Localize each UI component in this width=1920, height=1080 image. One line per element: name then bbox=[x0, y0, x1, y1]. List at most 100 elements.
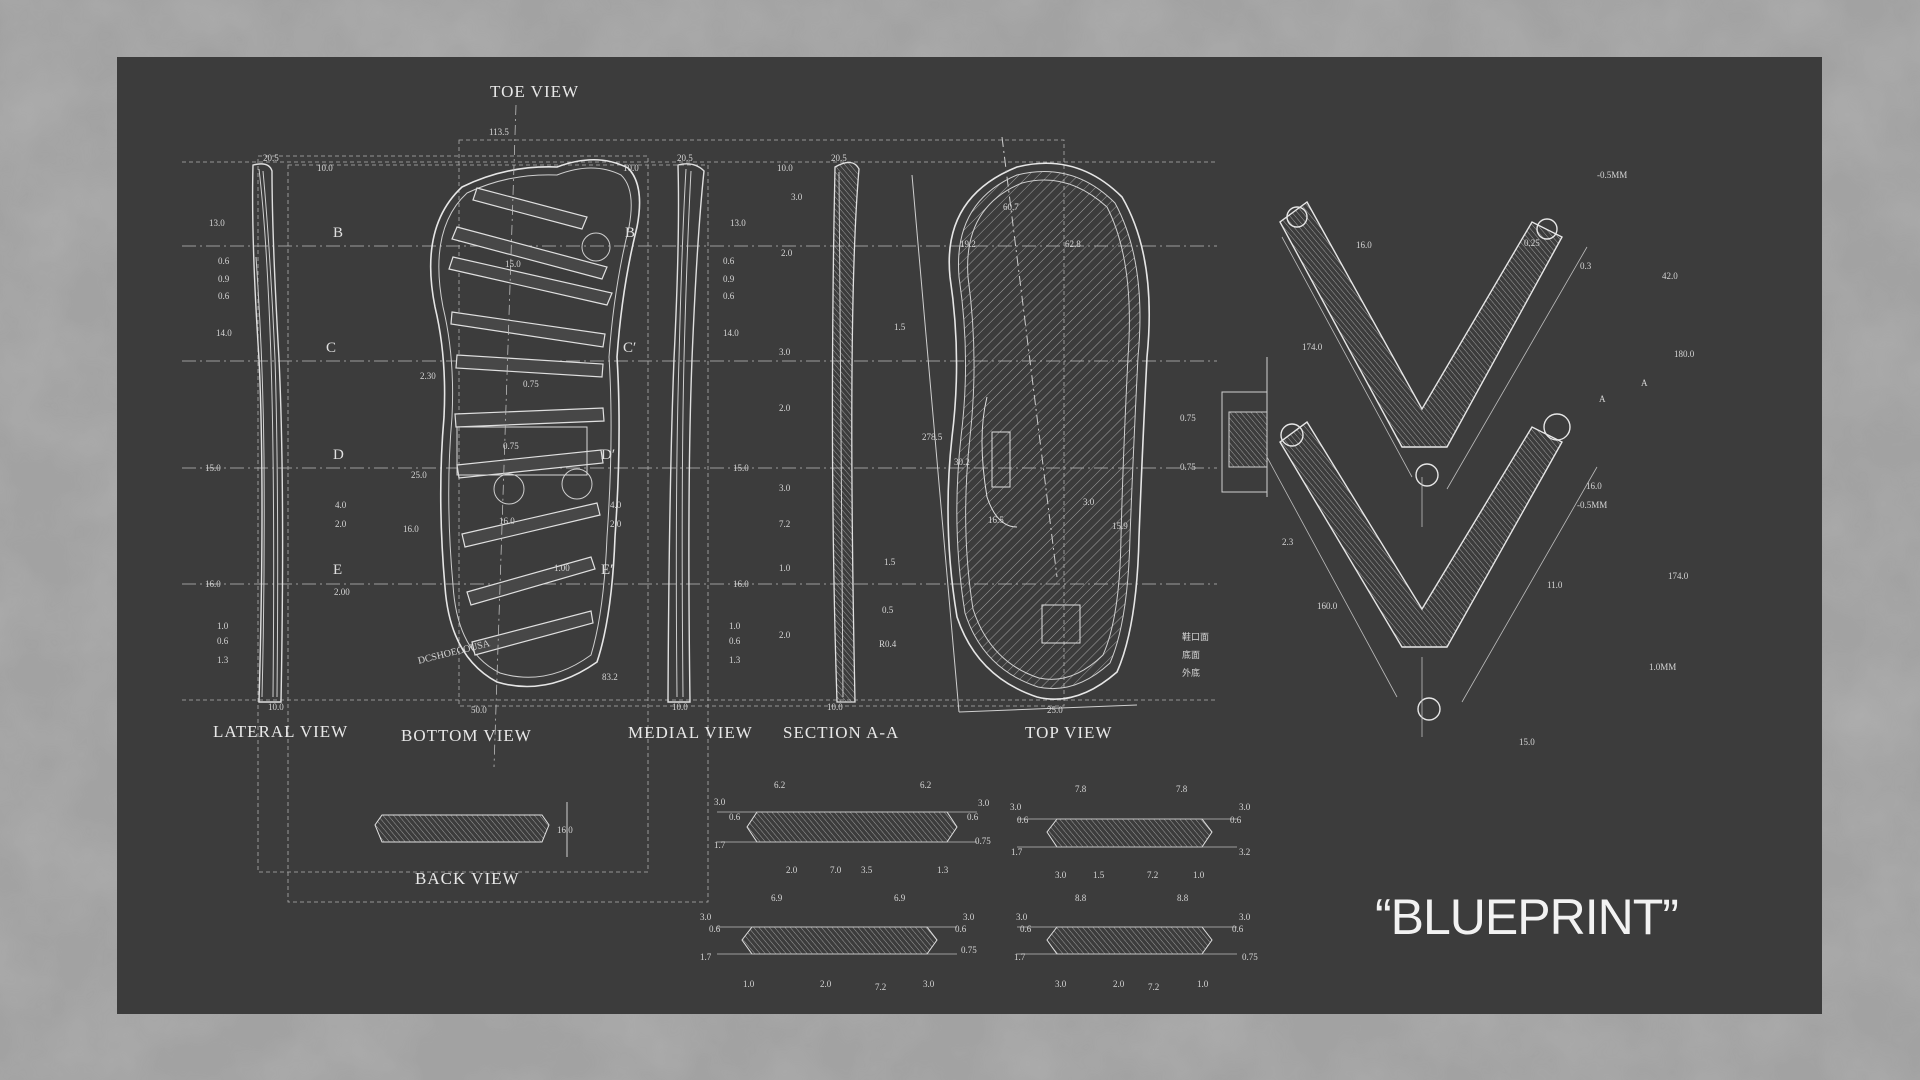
dim-label: 113.5 bbox=[489, 127, 509, 137]
dim-label: 2.0 bbox=[1113, 979, 1125, 989]
dim-label: 1.0 bbox=[217, 621, 229, 631]
dim-label: 0.6 bbox=[955, 924, 967, 934]
dim-label: 7.2 bbox=[875, 982, 887, 992]
dim-label: 0.6 bbox=[217, 636, 229, 646]
section-mark-d: D bbox=[333, 447, 344, 463]
dim-label: 3.0 bbox=[978, 798, 990, 808]
dim-label: 6.9 bbox=[894, 893, 906, 903]
dim-label: 3.0 bbox=[1016, 912, 1028, 922]
dim-label: 6.9 bbox=[771, 893, 783, 903]
dim-label: 3.0 bbox=[1010, 802, 1022, 812]
section-aa-label: SECTION A-A bbox=[783, 723, 900, 742]
dim-label: 14.0 bbox=[216, 328, 232, 338]
dim-label: 30.2 bbox=[954, 457, 970, 467]
toe-view-label: TOE VIEW bbox=[490, 82, 580, 101]
section-mark-d2: D′ bbox=[601, 447, 616, 463]
dim-label: 3.0 bbox=[1239, 802, 1251, 812]
dim-label: 10.0 bbox=[268, 702, 284, 712]
dim-label: 2.30 bbox=[420, 371, 436, 381]
dim-label: 2.0 bbox=[610, 519, 622, 529]
dim-label: 180.0 bbox=[1674, 349, 1695, 359]
dim-label: 20.5 bbox=[831, 153, 847, 163]
dim-label: 0.75 bbox=[961, 945, 977, 955]
dim-label: 19.2 bbox=[960, 239, 976, 249]
dim-label: 0.3 bbox=[1580, 261, 1592, 271]
dim-label: 16.0 bbox=[733, 579, 749, 589]
dim-label: 7.8 bbox=[1075, 784, 1087, 794]
cjk-label: 外底 bbox=[1182, 668, 1201, 678]
dim-label: 2.0 bbox=[335, 519, 347, 529]
dim-label: 3.0 bbox=[1055, 979, 1067, 989]
blueprint-title: “BLUEPRINT” bbox=[1375, 889, 1679, 945]
dim-label: A bbox=[1641, 378, 1648, 388]
dim-label: 0.6 bbox=[709, 924, 721, 934]
dim-label: 1.0MM bbox=[1649, 662, 1677, 672]
cjk-label: 鞋口面 bbox=[1182, 632, 1210, 642]
dim-label: 0.6 bbox=[1017, 815, 1029, 825]
section-mark-c2: C′ bbox=[623, 340, 637, 356]
dim-label: 7.2 bbox=[1148, 982, 1160, 992]
dim-label: 7.2 bbox=[1147, 870, 1159, 880]
dim-label: 3.0 bbox=[714, 797, 726, 807]
dim-label: 3.5 bbox=[861, 865, 873, 875]
dim-label: 16.5 bbox=[988, 515, 1004, 525]
dim-label: 7.2 bbox=[779, 519, 791, 529]
dim-label: 8.8 bbox=[1075, 893, 1087, 903]
dim-label: 10.0 bbox=[777, 163, 793, 173]
dim-label: 0.5 bbox=[882, 605, 894, 615]
dim-label: 1.7 bbox=[1011, 847, 1023, 857]
dim-label: 3.0 bbox=[1055, 870, 1067, 880]
dim-label: 15.0 bbox=[733, 463, 749, 473]
dim-label: 0.6 bbox=[218, 291, 230, 301]
dim-label: 1.0 bbox=[743, 979, 755, 989]
dim-label: 0.6 bbox=[729, 636, 741, 646]
dim-label: 0.9 bbox=[218, 274, 230, 284]
dim-label: 4.0 bbox=[610, 500, 622, 510]
dim-label: 13.0 bbox=[730, 218, 746, 228]
dim-label: 1.3 bbox=[217, 655, 229, 665]
dim-label: 0.6 bbox=[1020, 924, 1032, 934]
dim-label: 62.8 bbox=[1065, 239, 1081, 249]
dim-label: 0.6 bbox=[1230, 815, 1242, 825]
dim-label: 3.0 bbox=[1083, 497, 1095, 507]
dim-label: 1.5 bbox=[884, 557, 896, 567]
section-mark-b: B bbox=[333, 225, 344, 241]
dim-label: 3.0 bbox=[779, 483, 791, 493]
dim-label: 0.25 bbox=[1524, 238, 1540, 248]
dim-label: 0.6 bbox=[1232, 924, 1244, 934]
dim-label: 0.75 bbox=[503, 441, 519, 451]
dim-label: 3.0 bbox=[963, 912, 975, 922]
dim-label: 174.0 bbox=[1302, 342, 1323, 352]
bottom-view-label: BOTTOM VIEW bbox=[401, 726, 532, 745]
dim-label: 174.0 bbox=[1668, 571, 1689, 581]
dim-label: 15.9 bbox=[1112, 521, 1128, 531]
dim-label: -0.5MM bbox=[1597, 170, 1628, 180]
section-mark-b2: B′ bbox=[625, 225, 639, 241]
dim-label: 25.0 bbox=[1047, 705, 1063, 715]
dim-label: 11.0 bbox=[1547, 580, 1563, 590]
dim-label: 160.0 bbox=[1317, 601, 1338, 611]
dim-label: 2.3 bbox=[1282, 537, 1294, 547]
dim-label: 3.0 bbox=[791, 192, 803, 202]
dim-label: 10.0 bbox=[827, 702, 843, 712]
dim-label: 1.0 bbox=[1193, 870, 1205, 880]
dim-label: 3.0 bbox=[1239, 912, 1251, 922]
lateral-view-label: LATERAL VIEW bbox=[213, 722, 349, 741]
dim-label: 4.0 bbox=[335, 500, 347, 510]
section-mark-e: E bbox=[333, 562, 343, 578]
dim-label: 6.2 bbox=[774, 780, 786, 790]
dim-label: 2.0 bbox=[786, 865, 798, 875]
dim-label: A bbox=[1599, 394, 1606, 404]
dim-label: 3.0 bbox=[779, 347, 791, 357]
drawing-lines bbox=[182, 104, 1598, 955]
dim-label: 0.75 bbox=[1180, 462, 1196, 472]
dim-label: 2.0 bbox=[781, 248, 793, 258]
dim-label: 16.0 bbox=[557, 825, 573, 835]
dim-label: 16.0 bbox=[403, 524, 419, 534]
dim-label: 25.0 bbox=[411, 470, 427, 480]
dim-label: 20.5 bbox=[677, 153, 693, 163]
dim-label: R0.4 bbox=[879, 639, 897, 649]
dim-label: 83.2 bbox=[602, 672, 618, 682]
dim-label: -0.5MM bbox=[1577, 500, 1608, 510]
dim-label: 0.6 bbox=[729, 812, 741, 822]
